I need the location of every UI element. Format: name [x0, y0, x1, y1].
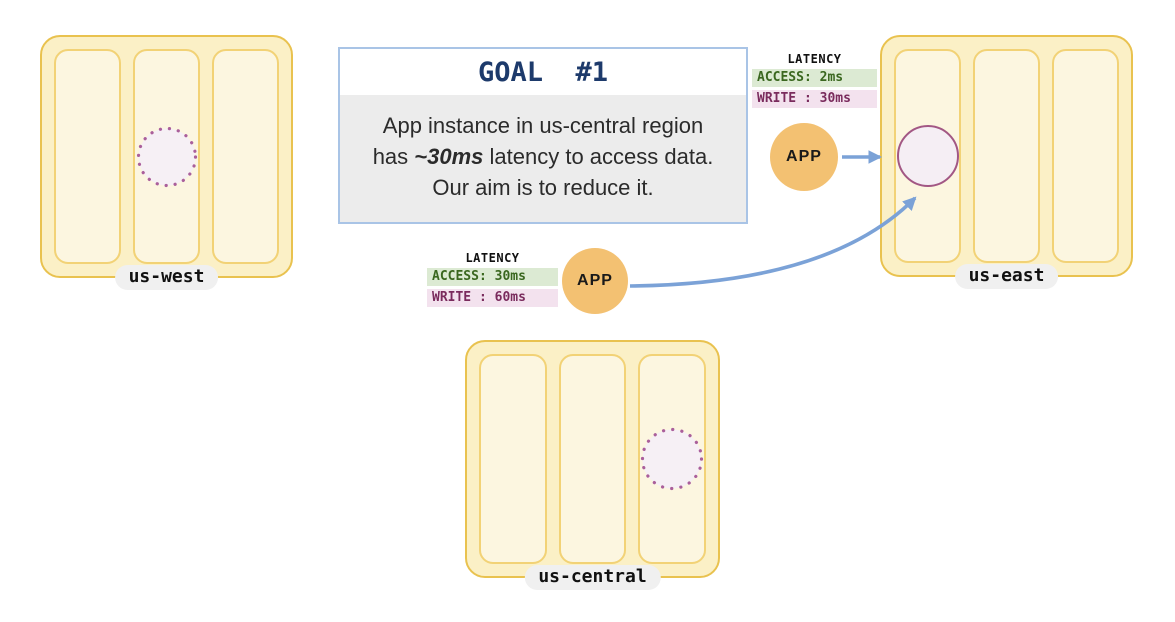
zone-us-east-1: [894, 49, 961, 263]
zone-us-east-2: [973, 49, 1040, 263]
data-circle-us-east: [896, 125, 959, 187]
region-us-east: us-east: [880, 35, 1133, 289]
zone-us-central-3: [638, 354, 706, 564]
goal-body-line3: Our aim is to reduce it.: [432, 175, 654, 200]
goal-latency-emphasis: ~30ms: [414, 144, 484, 169]
latency-access-central: ACCESS: 30ms: [427, 268, 558, 286]
goal-header: GOAL #1: [340, 49, 746, 95]
dotted-placement-circle-us-west: [136, 126, 197, 187]
latency-title-east: LATENCY: [787, 52, 842, 66]
app-instance-east: APP: [770, 123, 838, 191]
region-us-central: us-central: [465, 340, 720, 590]
goal-box: GOAL #1 App instance in us-central regio…: [338, 47, 748, 224]
zone-us-west-2: [133, 49, 200, 264]
latency-panel-east: LATENCY ACCESS: 2ms WRITE : 30ms: [752, 52, 877, 108]
goal-body-line2: has ~30ms latency to access data.: [372, 144, 714, 169]
zone-us-east-3: [1052, 49, 1119, 263]
region-label-us-west: us-west: [114, 265, 219, 290]
goal-title: GOAL #1: [477, 56, 609, 88]
zone-us-west-3: [212, 49, 279, 264]
zone-us-central-1: [479, 354, 547, 564]
latency-access-east: ACCESS: 2ms: [752, 69, 877, 87]
app-label-central: APP: [577, 272, 613, 289]
latency-write-central: WRITE : 60ms: [427, 289, 558, 307]
zone-us-west-1: [54, 49, 121, 264]
latency-title-central: LATENCY: [465, 251, 520, 265]
dotted-placement-circle-us-central: [640, 427, 704, 491]
zone-us-central-2: [558, 354, 626, 564]
goal-body: App instance in us-central region has ~3…: [340, 95, 746, 222]
latency-panel-central: LATENCY ACCESS: 30ms WRITE : 60ms: [427, 251, 558, 307]
goal-body-line1: App instance in us-central region: [382, 113, 704, 138]
app-label-east: APP: [786, 148, 822, 165]
region-us-west: us-west: [40, 35, 293, 290]
latency-write-east: WRITE : 30ms: [752, 90, 877, 108]
region-label-us-central: us-central: [524, 565, 661, 590]
region-label-us-east: us-east: [954, 264, 1059, 289]
app-instance-central: APP: [562, 248, 628, 314]
